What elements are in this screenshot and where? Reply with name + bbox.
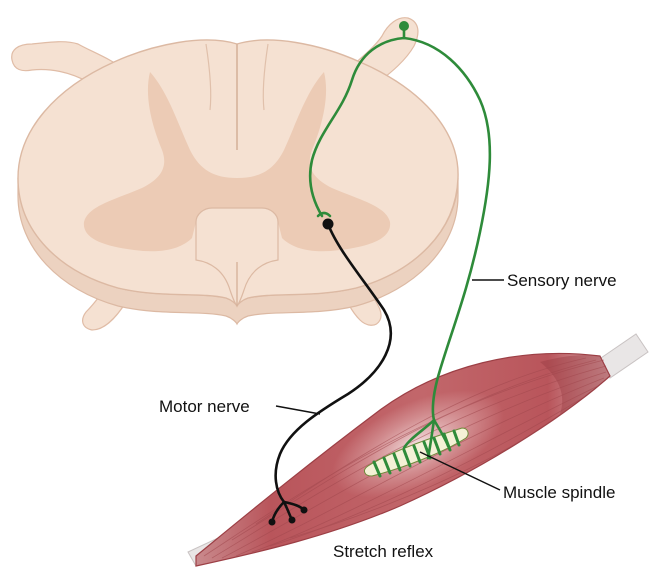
posterior-sulcus-left [205, 43, 212, 111]
muscle-spindle-coil [364, 427, 469, 478]
anterior-median-fissure [195, 207, 279, 308]
posterior-sulcus-right [262, 43, 269, 111]
motor-end-plate-3 [300, 506, 308, 514]
muscle-spindle-label: Muscle spindle [503, 483, 615, 502]
motor-neuron-cell-body [322, 218, 334, 230]
muscle-fibers [203, 357, 607, 559]
spinal-cord-cross-section [11, 17, 459, 331]
motor-end-plate-1 [268, 518, 276, 526]
stretch-reflex-caption: Stretch reflex [333, 542, 434, 561]
motor-end-plate-2 [288, 516, 296, 524]
sensory-synapse [316, 211, 332, 218]
cord-gray-matter [83, 72, 391, 252]
sensory-nerve-label: Sensory nerve [507, 271, 617, 290]
motor-nerve-leader [275, 405, 321, 415]
motor-nerve-label: Motor nerve [159, 397, 250, 416]
muscle-spindle-leader [419, 451, 501, 491]
